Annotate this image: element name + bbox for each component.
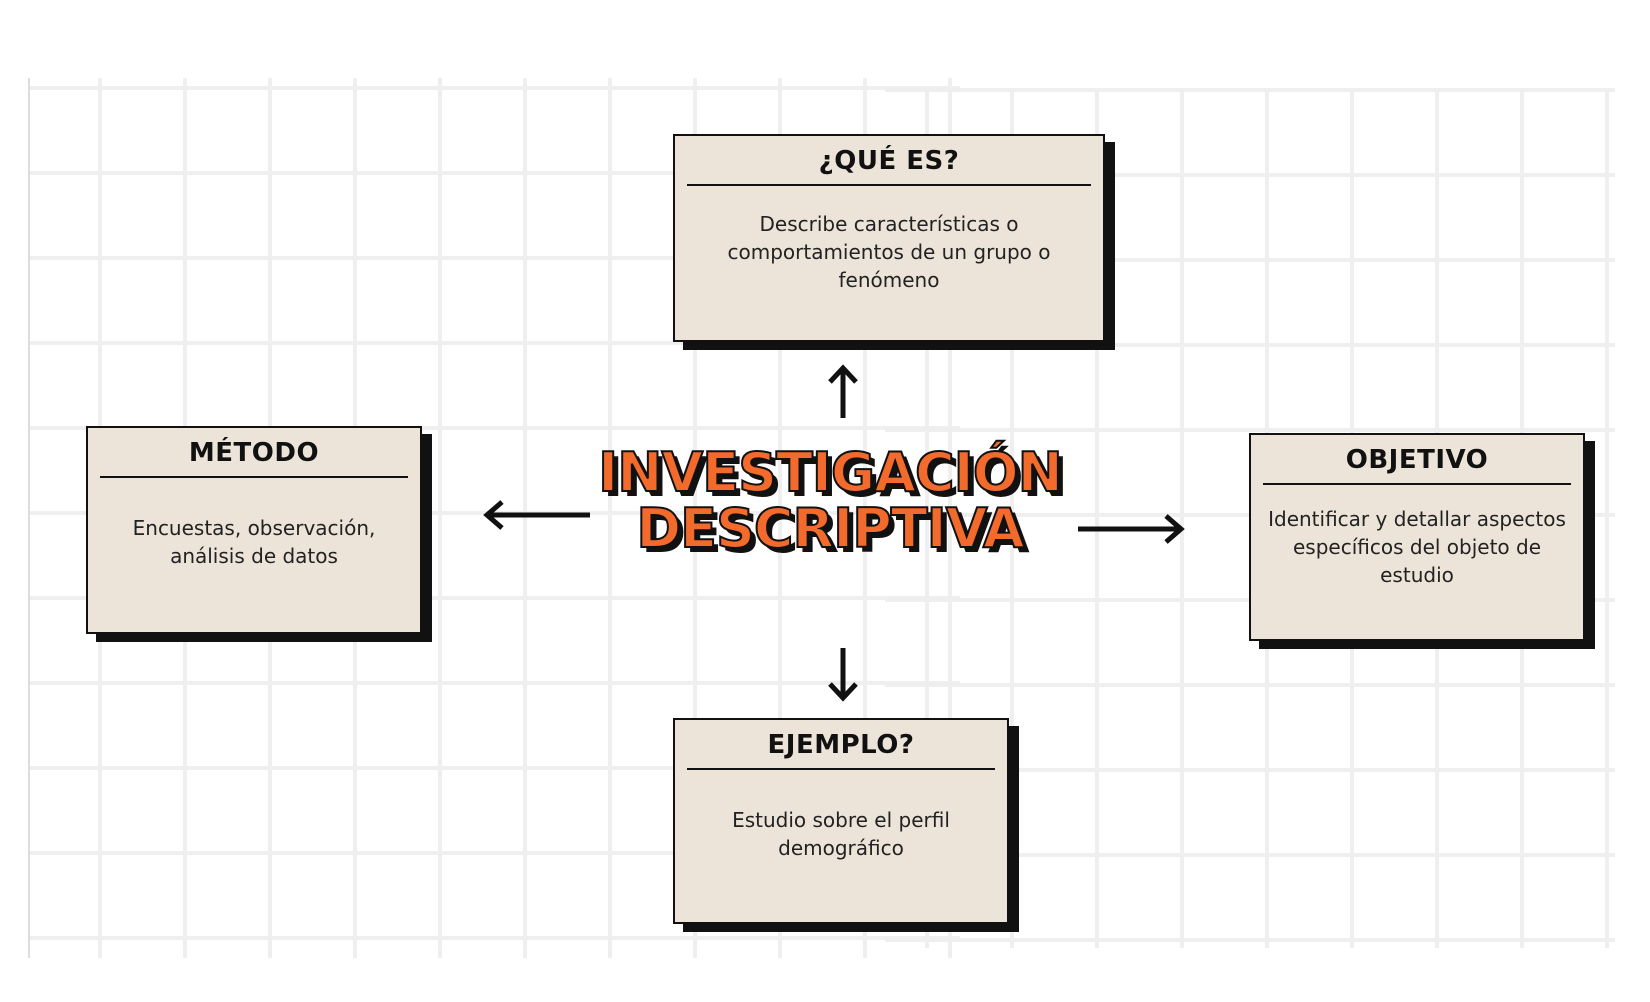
central-topic-line1: INVESTIGACIÓN <box>597 441 1064 504</box>
card-metodo: MÉTODO Encuestas, observación, análisis … <box>86 426 422 634</box>
card-que-es-title: ¿QUÉ ES? <box>687 146 1091 186</box>
card-objetivo-title: OBJETIVO <box>1263 445 1571 485</box>
central-topic: INVESTIGACIÓN DESCRIPTIVA <box>560 441 1100 560</box>
arrow-left-icon <box>483 500 590 530</box>
card-ejemplo: EJEMPLO? Estudio sobre el perfil demográ… <box>673 718 1009 924</box>
card-que-es-body: Describe características o comportamient… <box>727 212 1051 292</box>
arrow-down-icon <box>828 648 858 702</box>
card-ejemplo-title: EJEMPLO? <box>687 730 995 770</box>
card-que-es: ¿QUÉ ES? Describe características o comp… <box>673 134 1105 342</box>
card-objetivo-body: Identificar y detallar aspectos específi… <box>1268 507 1566 587</box>
page-edge <box>28 78 30 958</box>
card-metodo-body: Encuestas, observación, análisis de dato… <box>132 516 376 568</box>
arrow-right-icon <box>1078 514 1185 544</box>
central-topic-line2: DESCRIPTIVA <box>635 497 1025 560</box>
card-objetivo: OBJETIVO Identificar y detallar aspectos… <box>1249 433 1585 641</box>
card-ejemplo-body: Estudio sobre el perfil demográfico <box>732 808 950 860</box>
arrow-up-icon <box>828 364 858 418</box>
card-metodo-title: MÉTODO <box>100 438 408 478</box>
